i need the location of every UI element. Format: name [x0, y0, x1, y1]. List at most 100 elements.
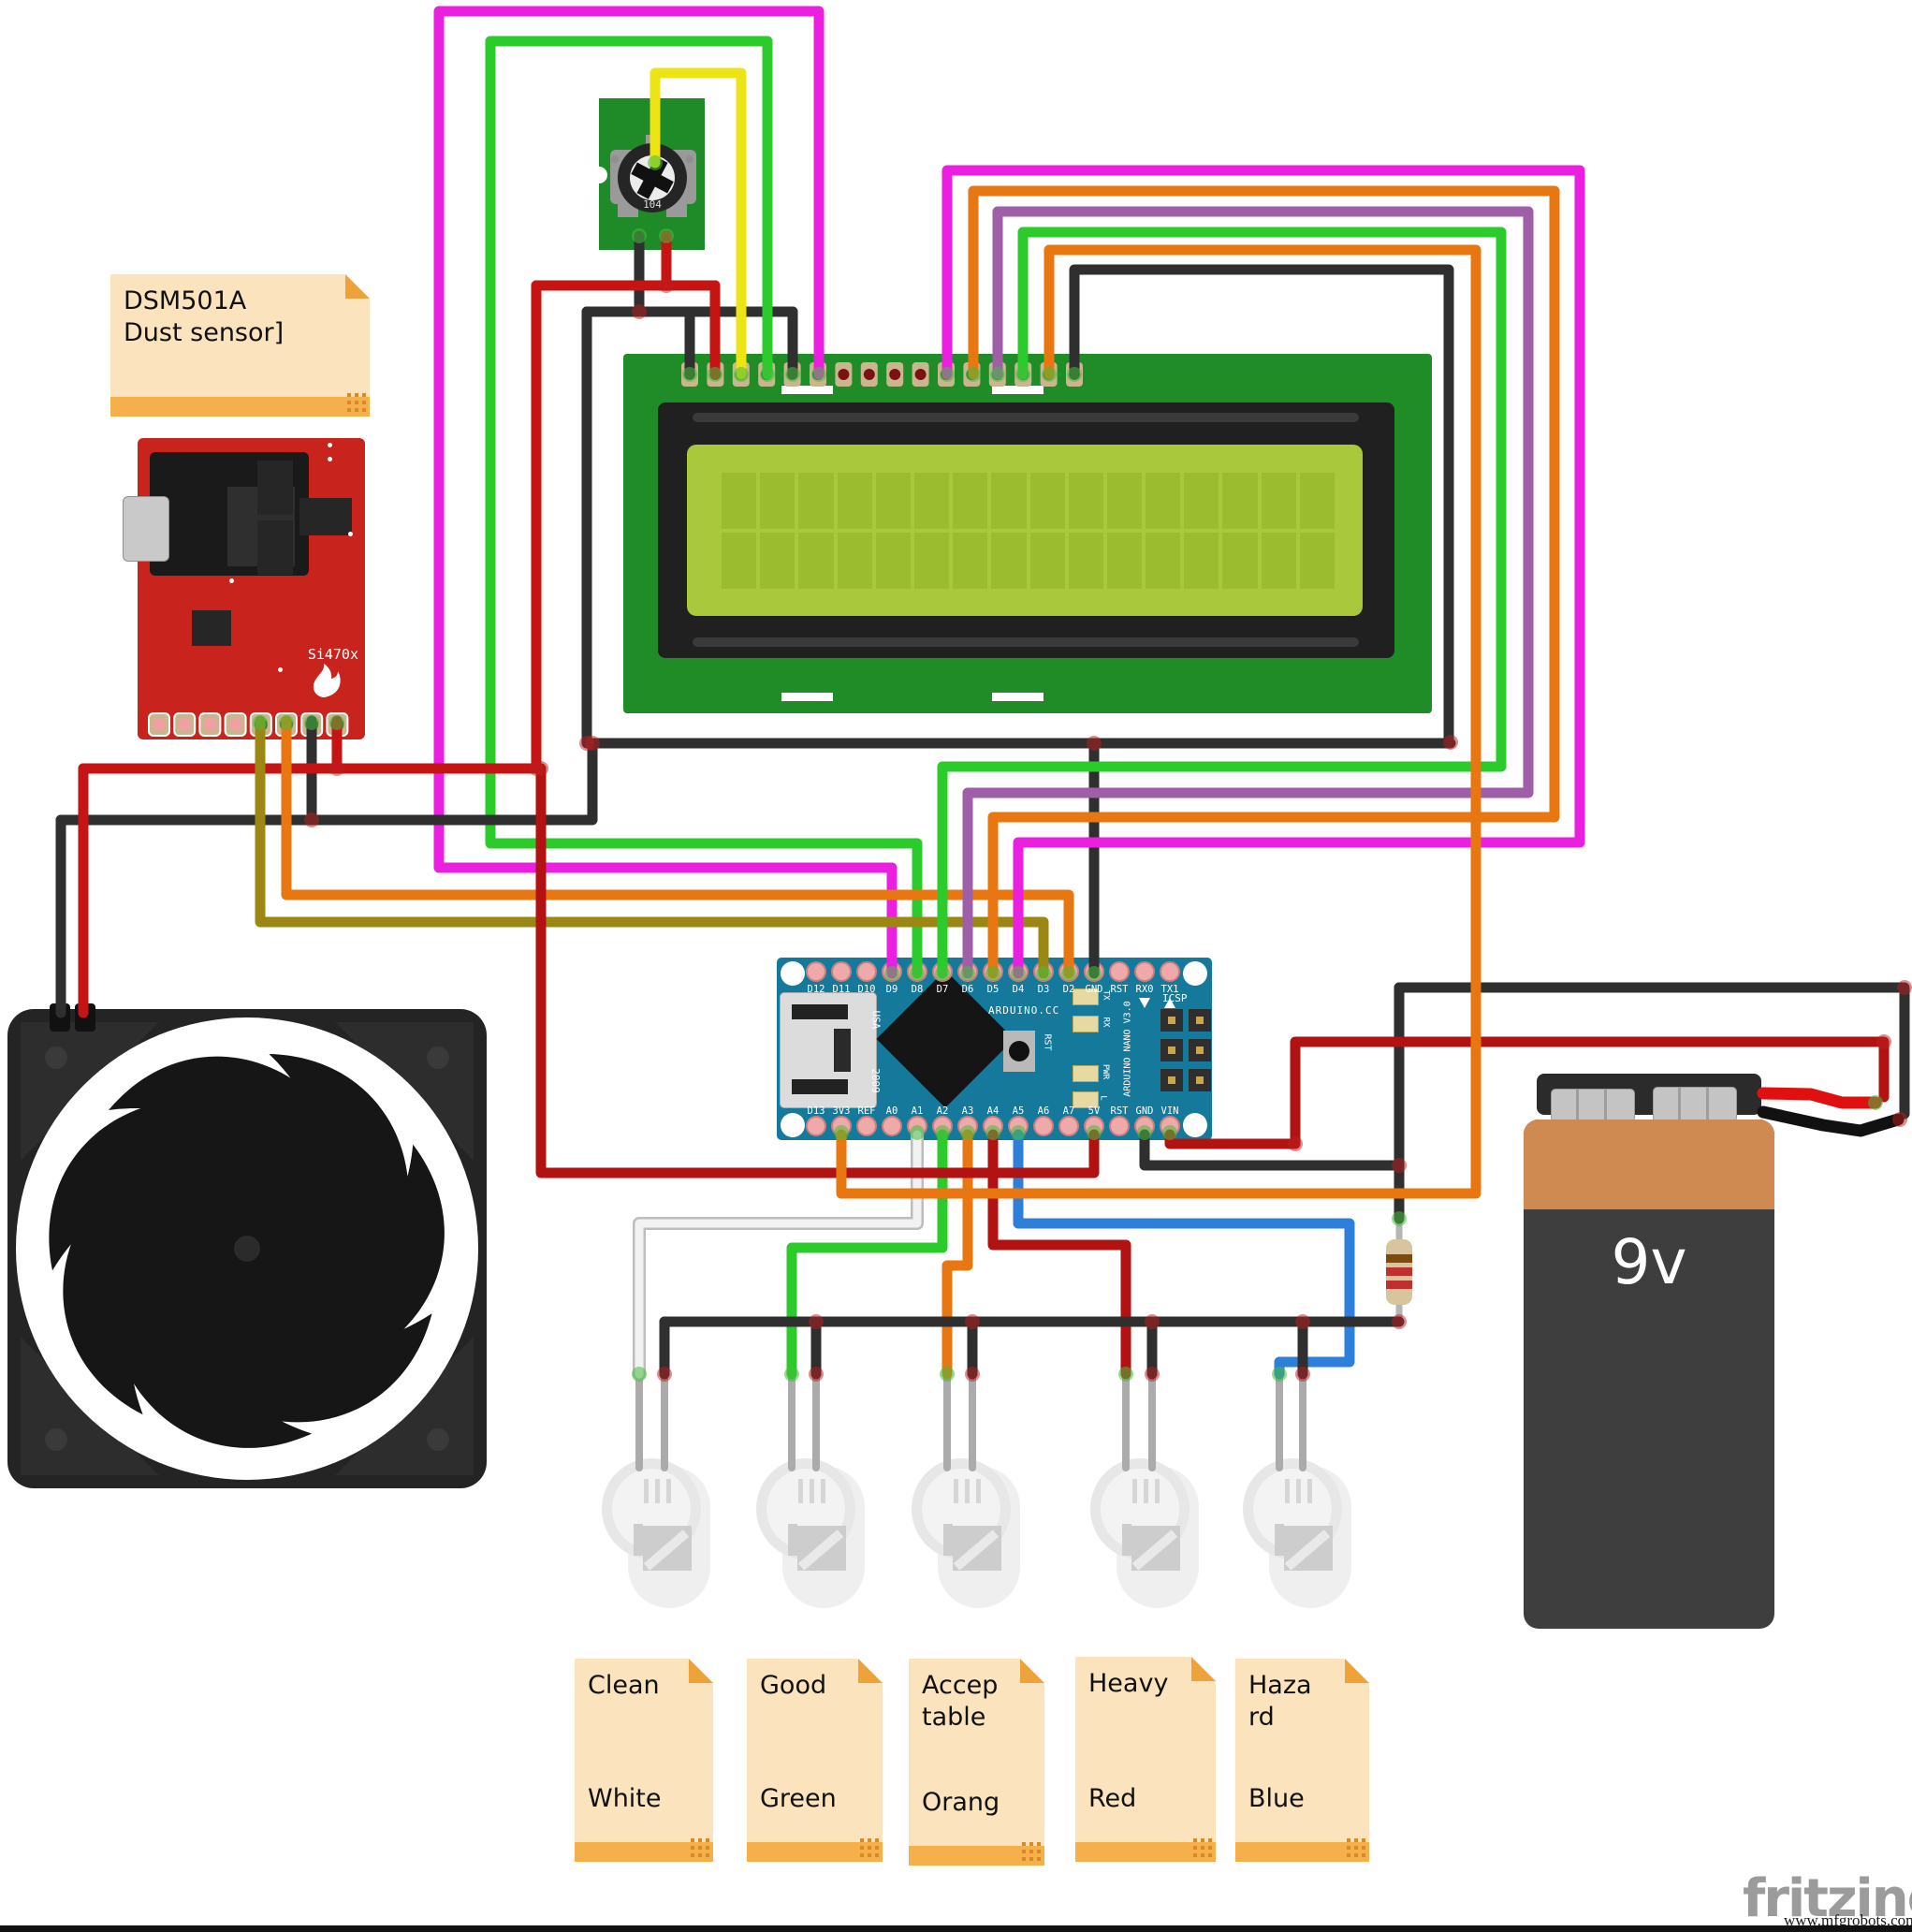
connection-dot-red — [1392, 1314, 1407, 1329]
note-grip-dots-icon — [347, 408, 351, 412]
icsp-pin — [1189, 1069, 1211, 1091]
dust-sensor-board: Si470x — [123, 438, 365, 739]
connection-dot-green — [1392, 1211, 1407, 1226]
connection-dot-red — [329, 761, 344, 776]
connection-dot-red — [1876, 1034, 1891, 1049]
note-fold-icon — [858, 1659, 883, 1683]
wire-orange-dust-d2 — [281, 715, 1074, 979]
lcd-tick — [992, 386, 1044, 394]
watermark-url: www.mfgrobots.com — [1784, 1911, 1912, 1929]
wire-olive-dust-d3 — [255, 715, 1049, 979]
note-fold-icon — [1345, 1659, 1369, 1683]
wire-battery-red-lead — [1757, 1087, 1882, 1109]
tx-led — [1073, 988, 1099, 1005]
connection-dot-green — [632, 1367, 647, 1382]
note-fold-icon — [1020, 1659, 1044, 1683]
icsp-pin — [1160, 1069, 1183, 1091]
connection-dot-red — [1145, 1314, 1160, 1329]
via-dot — [348, 532, 353, 536]
reset-button — [1003, 1031, 1035, 1072]
bottom-border — [0, 1925, 1912, 1932]
via-dot — [278, 667, 283, 672]
connection-dot-red — [585, 736, 600, 751]
note-top-text: Heavy — [1088, 1669, 1169, 1698]
note-led-heavy: Heavy Red — [1075, 1657, 1216, 1862]
mcu-chip — [876, 970, 1014, 1108]
lcd-character-grid — [722, 473, 1335, 589]
connection-dot-red — [965, 1314, 980, 1329]
rst-label: RST — [1042, 1033, 1053, 1051]
mounting-hole — [781, 1113, 805, 1137]
wire-battery-black-lead — [1757, 1105, 1905, 1137]
usa-label: USA — [869, 1010, 883, 1030]
connection-dot-red — [1288, 1136, 1303, 1151]
note-bottom-text: Blue — [1248, 1784, 1305, 1813]
lcd-tick — [992, 693, 1044, 701]
chip — [192, 610, 231, 646]
connection-dot-red — [632, 304, 647, 319]
note-led-hazard: Haza rd Blue — [1235, 1659, 1369, 1862]
note-bottom-text: Green — [760, 1784, 837, 1813]
wire-black-main-bus — [55, 738, 1456, 826]
mounting-hole — [781, 961, 805, 986]
connection-dot-red — [304, 812, 319, 827]
pwr-led — [1073, 1065, 1099, 1082]
led-array — [602, 1458, 1351, 1608]
via-dot — [229, 578, 234, 583]
year-label: 2009 — [868, 1068, 882, 1093]
icsp-pin — [1189, 1039, 1211, 1061]
lcd-tick — [781, 693, 833, 701]
arduino-nano-board: ARDUINO.CC USA 2009 RST TX RX PWR L ICSP… — [777, 958, 1212, 1140]
icsp-label: ICSP — [1162, 992, 1188, 1004]
connection-dot-red — [529, 761, 544, 776]
connection-dot-red — [1897, 980, 1912, 995]
lcd-bezel-bar — [693, 637, 1359, 647]
connection-dot-red — [1145, 1367, 1160, 1382]
connection-dot-green — [940, 1367, 955, 1382]
note-top-text: Accep table — [922, 1671, 999, 1732]
fan — [7, 1003, 487, 1488]
audio-jack-barrel — [123, 496, 169, 562]
wire-blue-a5-led5 — [1013, 1129, 1355, 1380]
lcd-tick — [781, 386, 833, 394]
mounting-hole — [1183, 1113, 1207, 1137]
mini-usb-port — [780, 992, 877, 1108]
connection-dot-green — [1118, 1367, 1133, 1382]
connection-dot-red — [659, 278, 674, 293]
note-fold-icon — [689, 1659, 713, 1683]
wire-white-a1-led1 — [635, 1130, 922, 1379]
wire-white-a1-led1-outline — [633, 1128, 924, 1381]
fritzing-logo: fritzing — [1743, 1868, 1912, 1929]
connection-dot-red — [1087, 736, 1102, 751]
note-fold-icon — [345, 274, 370, 299]
note-top-text: Clean — [588, 1671, 660, 1700]
rx-led-label: RX — [1101, 1017, 1111, 1028]
resistor — [1386, 1217, 1412, 1322]
connection-dot-green — [1868, 1095, 1883, 1110]
connection-dot-red — [1443, 735, 1458, 750]
mounting-hole — [1183, 961, 1207, 986]
connection-dot-red — [1892, 1112, 1907, 1127]
arduino-brand-label: ARDUINO.CC — [988, 1004, 1060, 1017]
fan-wire-connector — [50, 1003, 70, 1032]
battery-band — [1524, 1120, 1774, 1209]
pwr-led-label: PWR — [1101, 1063, 1111, 1080]
connection-dot-red — [809, 1314, 824, 1329]
via-dot — [328, 457, 332, 461]
icsp-pin — [1160, 1039, 1183, 1061]
note-dsm501a-text: DSM501A Dust sensor] — [124, 286, 285, 347]
connection-dot-red — [809, 1367, 824, 1382]
arduino-model-label: ARDUINO NANO V3.0 — [1122, 1001, 1133, 1097]
l-led-label: L — [1098, 1095, 1108, 1101]
battery-voltage-label: 9v — [1611, 1226, 1687, 1298]
l-led — [1073, 1091, 1099, 1108]
note-bottom-text: Red — [1088, 1784, 1137, 1813]
connection-dot-red — [1295, 1367, 1310, 1382]
note-top-text: Good — [760, 1671, 827, 1700]
connection-dot-red — [1295, 1314, 1310, 1329]
connection-dot-green — [1272, 1367, 1287, 1382]
icsp-pin — [1160, 1009, 1183, 1032]
note-fold-icon — [1191, 1657, 1216, 1681]
lcd-bezel-bar — [693, 413, 1359, 422]
